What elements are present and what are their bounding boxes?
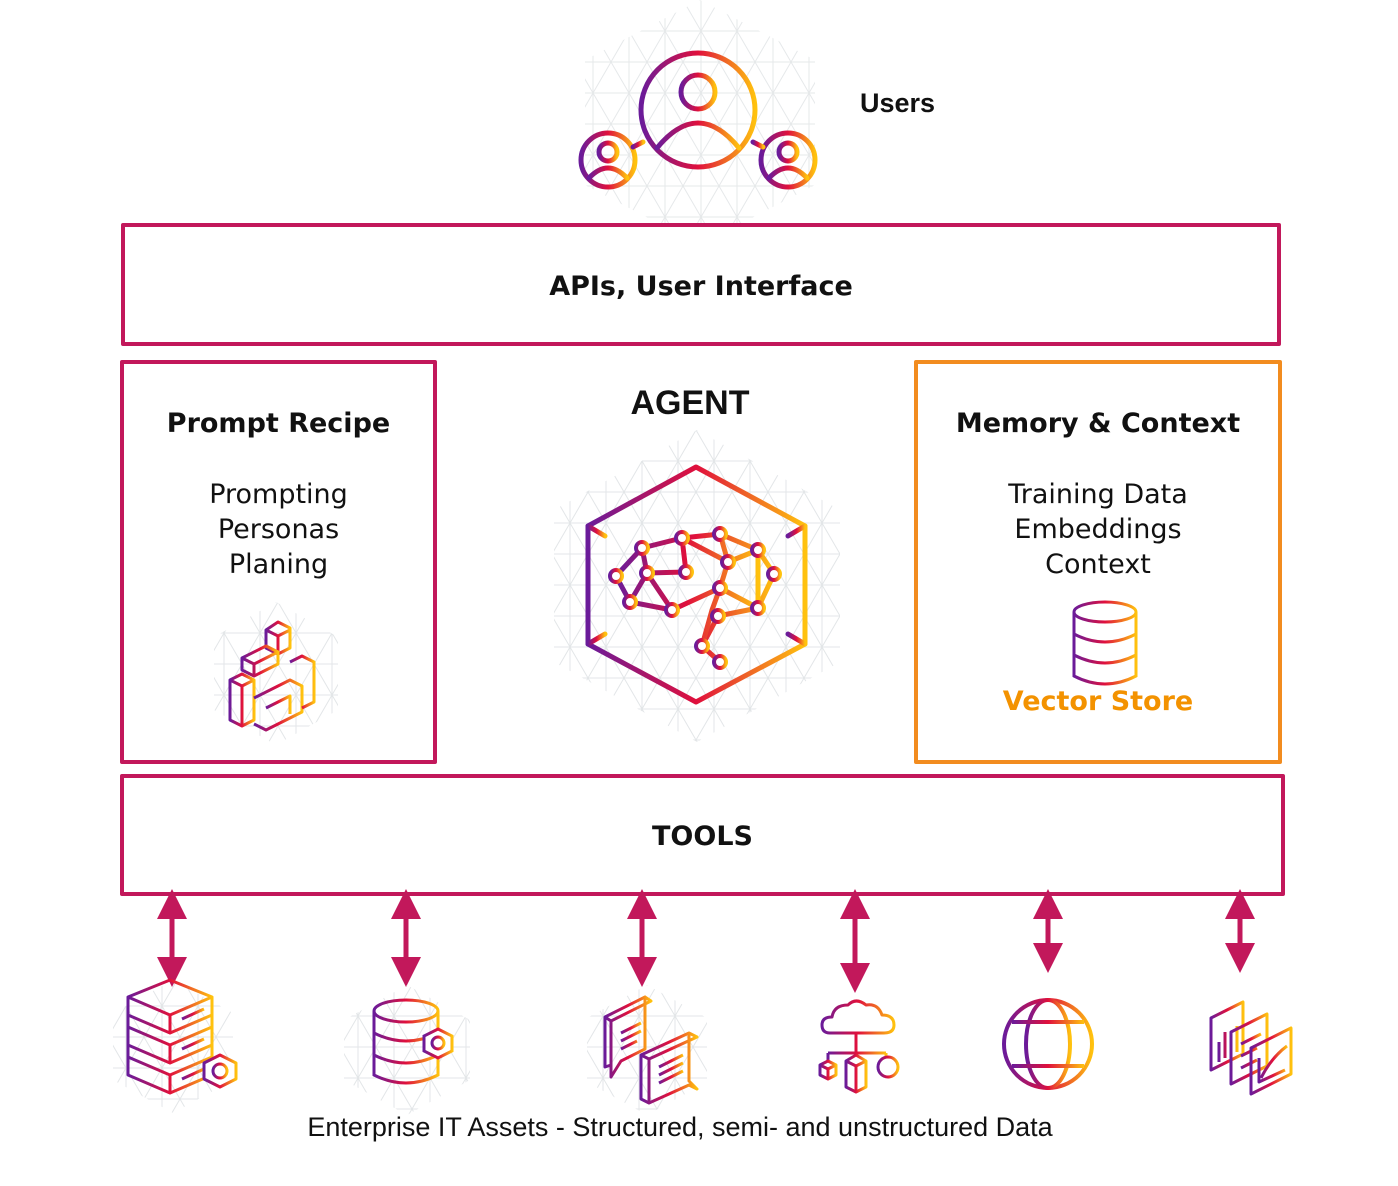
- agent-title: AGENT: [630, 384, 750, 422]
- prompt-recipe-item: Personas: [217, 514, 340, 545]
- prompt-recipe-title: Prompt Recipe: [166, 408, 391, 439]
- prompt-recipe-box[interactable]: Prompt Recipe Prompting Personas Planing: [120, 360, 437, 764]
- cloud-network-icon[interactable]: [812, 995, 912, 1094]
- database-gear-icon[interactable]: [340, 985, 475, 1115]
- chat-documents-icon[interactable]: [585, 985, 710, 1115]
- memory-context-item: Context: [1045, 549, 1151, 580]
- tools-box[interactable]: TOOLS: [120, 774, 1285, 896]
- globe-icon[interactable]: [1000, 998, 1098, 1090]
- server-stack-gear-icon[interactable]: [108, 975, 243, 1115]
- users-network-icon: [578, 0, 818, 245]
- prompt-recipe-item: Planing: [228, 549, 329, 580]
- api-layer-label: APIs, User Interface: [549, 271, 853, 302]
- database-icon: [1072, 600, 1138, 686]
- memory-context-item: Training Data: [1008, 479, 1188, 510]
- users-section: [575, 0, 825, 245]
- users-label: Users: [860, 88, 936, 118]
- memory-context-box[interactable]: Memory & Context Training Data Embedding…: [914, 360, 1282, 764]
- isometric-blocks-icon: [214, 602, 338, 745]
- vector-store-label: Vector Store: [1002, 686, 1194, 717]
- connection-arrows: [157, 889, 1255, 993]
- api-layer-box[interactable]: APIs, User Interface: [121, 223, 1281, 346]
- memory-context-item: Embeddings: [1014, 514, 1182, 545]
- memory-context-items: Training Data Embeddings Context: [918, 477, 1278, 582]
- assets-caption: Enterprise IT Assets - Structured, semi-…: [307, 1112, 1053, 1142]
- prompt-recipe-item: Prompting: [209, 479, 348, 510]
- prompt-recipe-items: Prompting Personas Planing: [124, 477, 433, 582]
- memory-context-title: Memory & Context: [955, 408, 1241, 439]
- analytics-reports-icon[interactable]: [1205, 998, 1300, 1096]
- brain-network-hexagon-icon: [554, 430, 840, 742]
- tools-label: TOOLS: [652, 821, 753, 852]
